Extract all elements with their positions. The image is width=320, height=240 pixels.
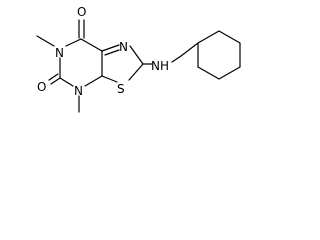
- bond-n6-c7: [65, 38, 82, 47]
- atom-o-top: O: [77, 5, 86, 19]
- bond-cy1-cy2: [197, 30, 220, 44]
- molecule-structure: O O N N N S NH: [36, 5, 241, 113]
- bond-c5-o-bottom-2: [48, 73, 59, 81]
- structure-canvas: O O N N N S NH: [0, 0, 261, 141]
- atom-o-bottom: O: [37, 80, 46, 94]
- bond-c5-o-bottom: [50, 77, 61, 85]
- atom-s-thiazole: S: [117, 82, 125, 96]
- atom-n3: N: [74, 84, 83, 98]
- bond-cy2-cy3: [218, 30, 241, 44]
- atom-n-thiazole: N: [119, 40, 128, 54]
- bonds: [36, 19, 241, 113]
- bond-c7-c7a: [80, 38, 103, 52]
- bond-n6-methyl: [36, 35, 55, 47]
- atom-n1: N: [55, 46, 64, 60]
- bond-c2-s: [128, 63, 144, 81]
- bond-ch2-cyclohexyl: [180, 42, 199, 57]
- bond-cy5-cy6: [197, 66, 220, 80]
- bond-s-c3a: [101, 75, 118, 83]
- bond-cy4-cy5: [218, 66, 241, 80]
- bond-n4-c5: [59, 77, 74, 87]
- atom-nh: NH: [151, 59, 169, 73]
- bond-n-thiazole-c2: [129, 45, 144, 65]
- bond-c7a-n-thiazole-2: [104, 49, 120, 56]
- atom-labels: O O N N N S NH: [37, 5, 169, 98]
- bond-nh-ch2: [171, 55, 182, 63]
- bond-c3a-n4: [84, 75, 103, 87]
- bond-c7a-n-thiazole: [101, 44, 120, 52]
